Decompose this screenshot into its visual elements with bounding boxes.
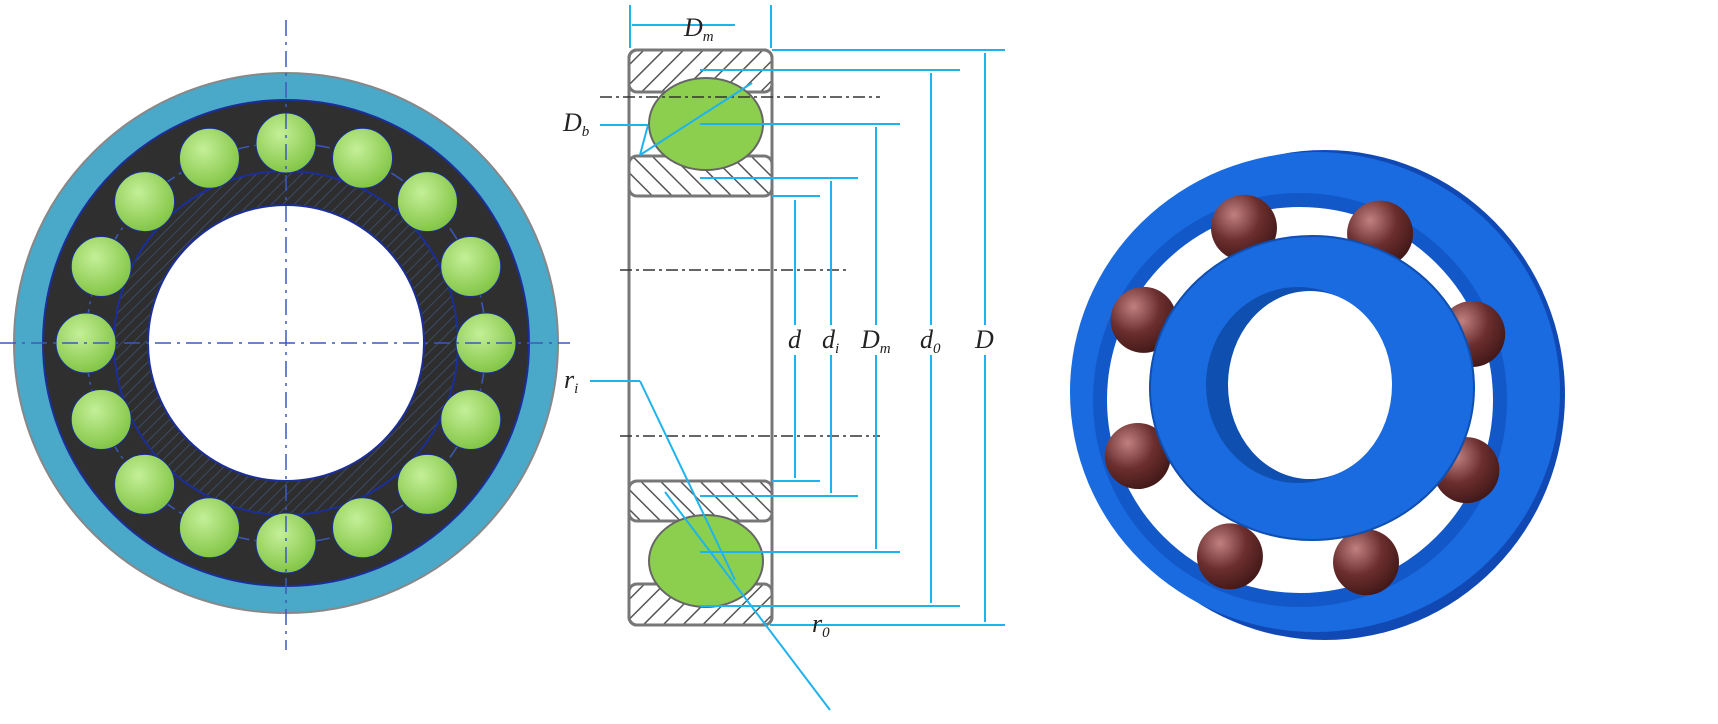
- dimension-lines: [590, 5, 1005, 711]
- label-db: Db: [562, 108, 590, 140]
- ball: [396, 453, 458, 515]
- balls: [55, 112, 517, 574]
- label-D: D: [974, 325, 994, 354]
- cross-section: [600, 48, 880, 627]
- ball: [178, 127, 240, 189]
- ball: [396, 171, 458, 233]
- ball: [70, 389, 132, 451]
- ball: [440, 389, 502, 451]
- ball-bottom: [648, 514, 764, 608]
- bore-3d: [1228, 291, 1392, 479]
- ball-3d: [1196, 523, 1263, 590]
- ball: [114, 171, 176, 233]
- label-width-dm: Dm: [683, 13, 714, 45]
- ball-3d: [1333, 529, 1400, 596]
- front-view: [0, 20, 570, 650]
- ball: [332, 127, 394, 189]
- label-r0: r0: [812, 609, 830, 641]
- ball: [332, 497, 394, 559]
- ball-3d: [1104, 423, 1171, 490]
- label-ri: ri: [564, 365, 578, 397]
- label-di: di: [822, 325, 839, 357]
- ball: [178, 497, 240, 559]
- dimension-labels: Dm Db d di Dm d0 D ri r0: [562, 13, 994, 641]
- ball: [440, 235, 502, 297]
- ball: [114, 453, 176, 515]
- label-d0: d0: [920, 325, 941, 357]
- ball: [70, 235, 132, 297]
- iso-view: [1070, 150, 1565, 640]
- label-dm: Dm: [860, 325, 891, 357]
- ball: [255, 512, 317, 574]
- label-d: d: [788, 325, 802, 354]
